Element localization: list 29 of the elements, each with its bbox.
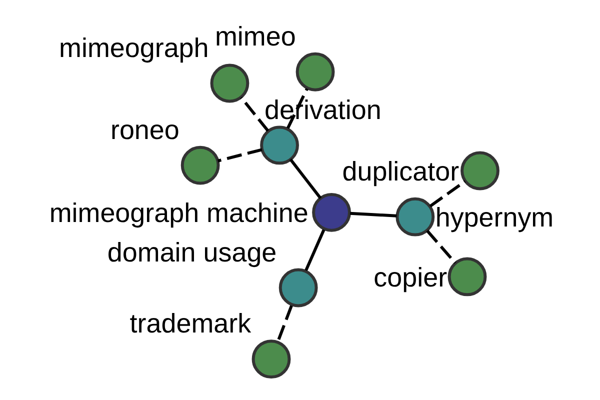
node-label: hypernym [435,202,554,232]
connector [240,96,270,132]
connector [304,228,326,270]
node-circle [260,125,299,164]
node-label: trademark [130,308,252,338]
connector [429,180,466,207]
node-label: mimeograph [59,32,209,62]
node-circle [396,196,435,236]
node-label: roneo [110,114,180,144]
node-circle [296,52,335,91]
node-label: derivation [264,94,382,124]
node-label: copier [374,262,448,292]
node-label: duplicator [342,156,460,186]
node-label: mimeograph machine [49,197,308,228]
node-circle [312,192,351,232]
connector [218,148,262,162]
node-circle [460,150,500,190]
node-circle [210,63,250,102]
connector [426,229,456,264]
connector [350,211,397,217]
connector [289,158,322,199]
node-circle [448,256,487,296]
node-circle [278,268,318,307]
connector [286,88,308,128]
node-circle [252,339,291,378]
connector [276,304,293,342]
node-circle [180,145,220,184]
node-label: domain usage [107,236,277,267]
node-label: mimeo [214,21,296,52]
